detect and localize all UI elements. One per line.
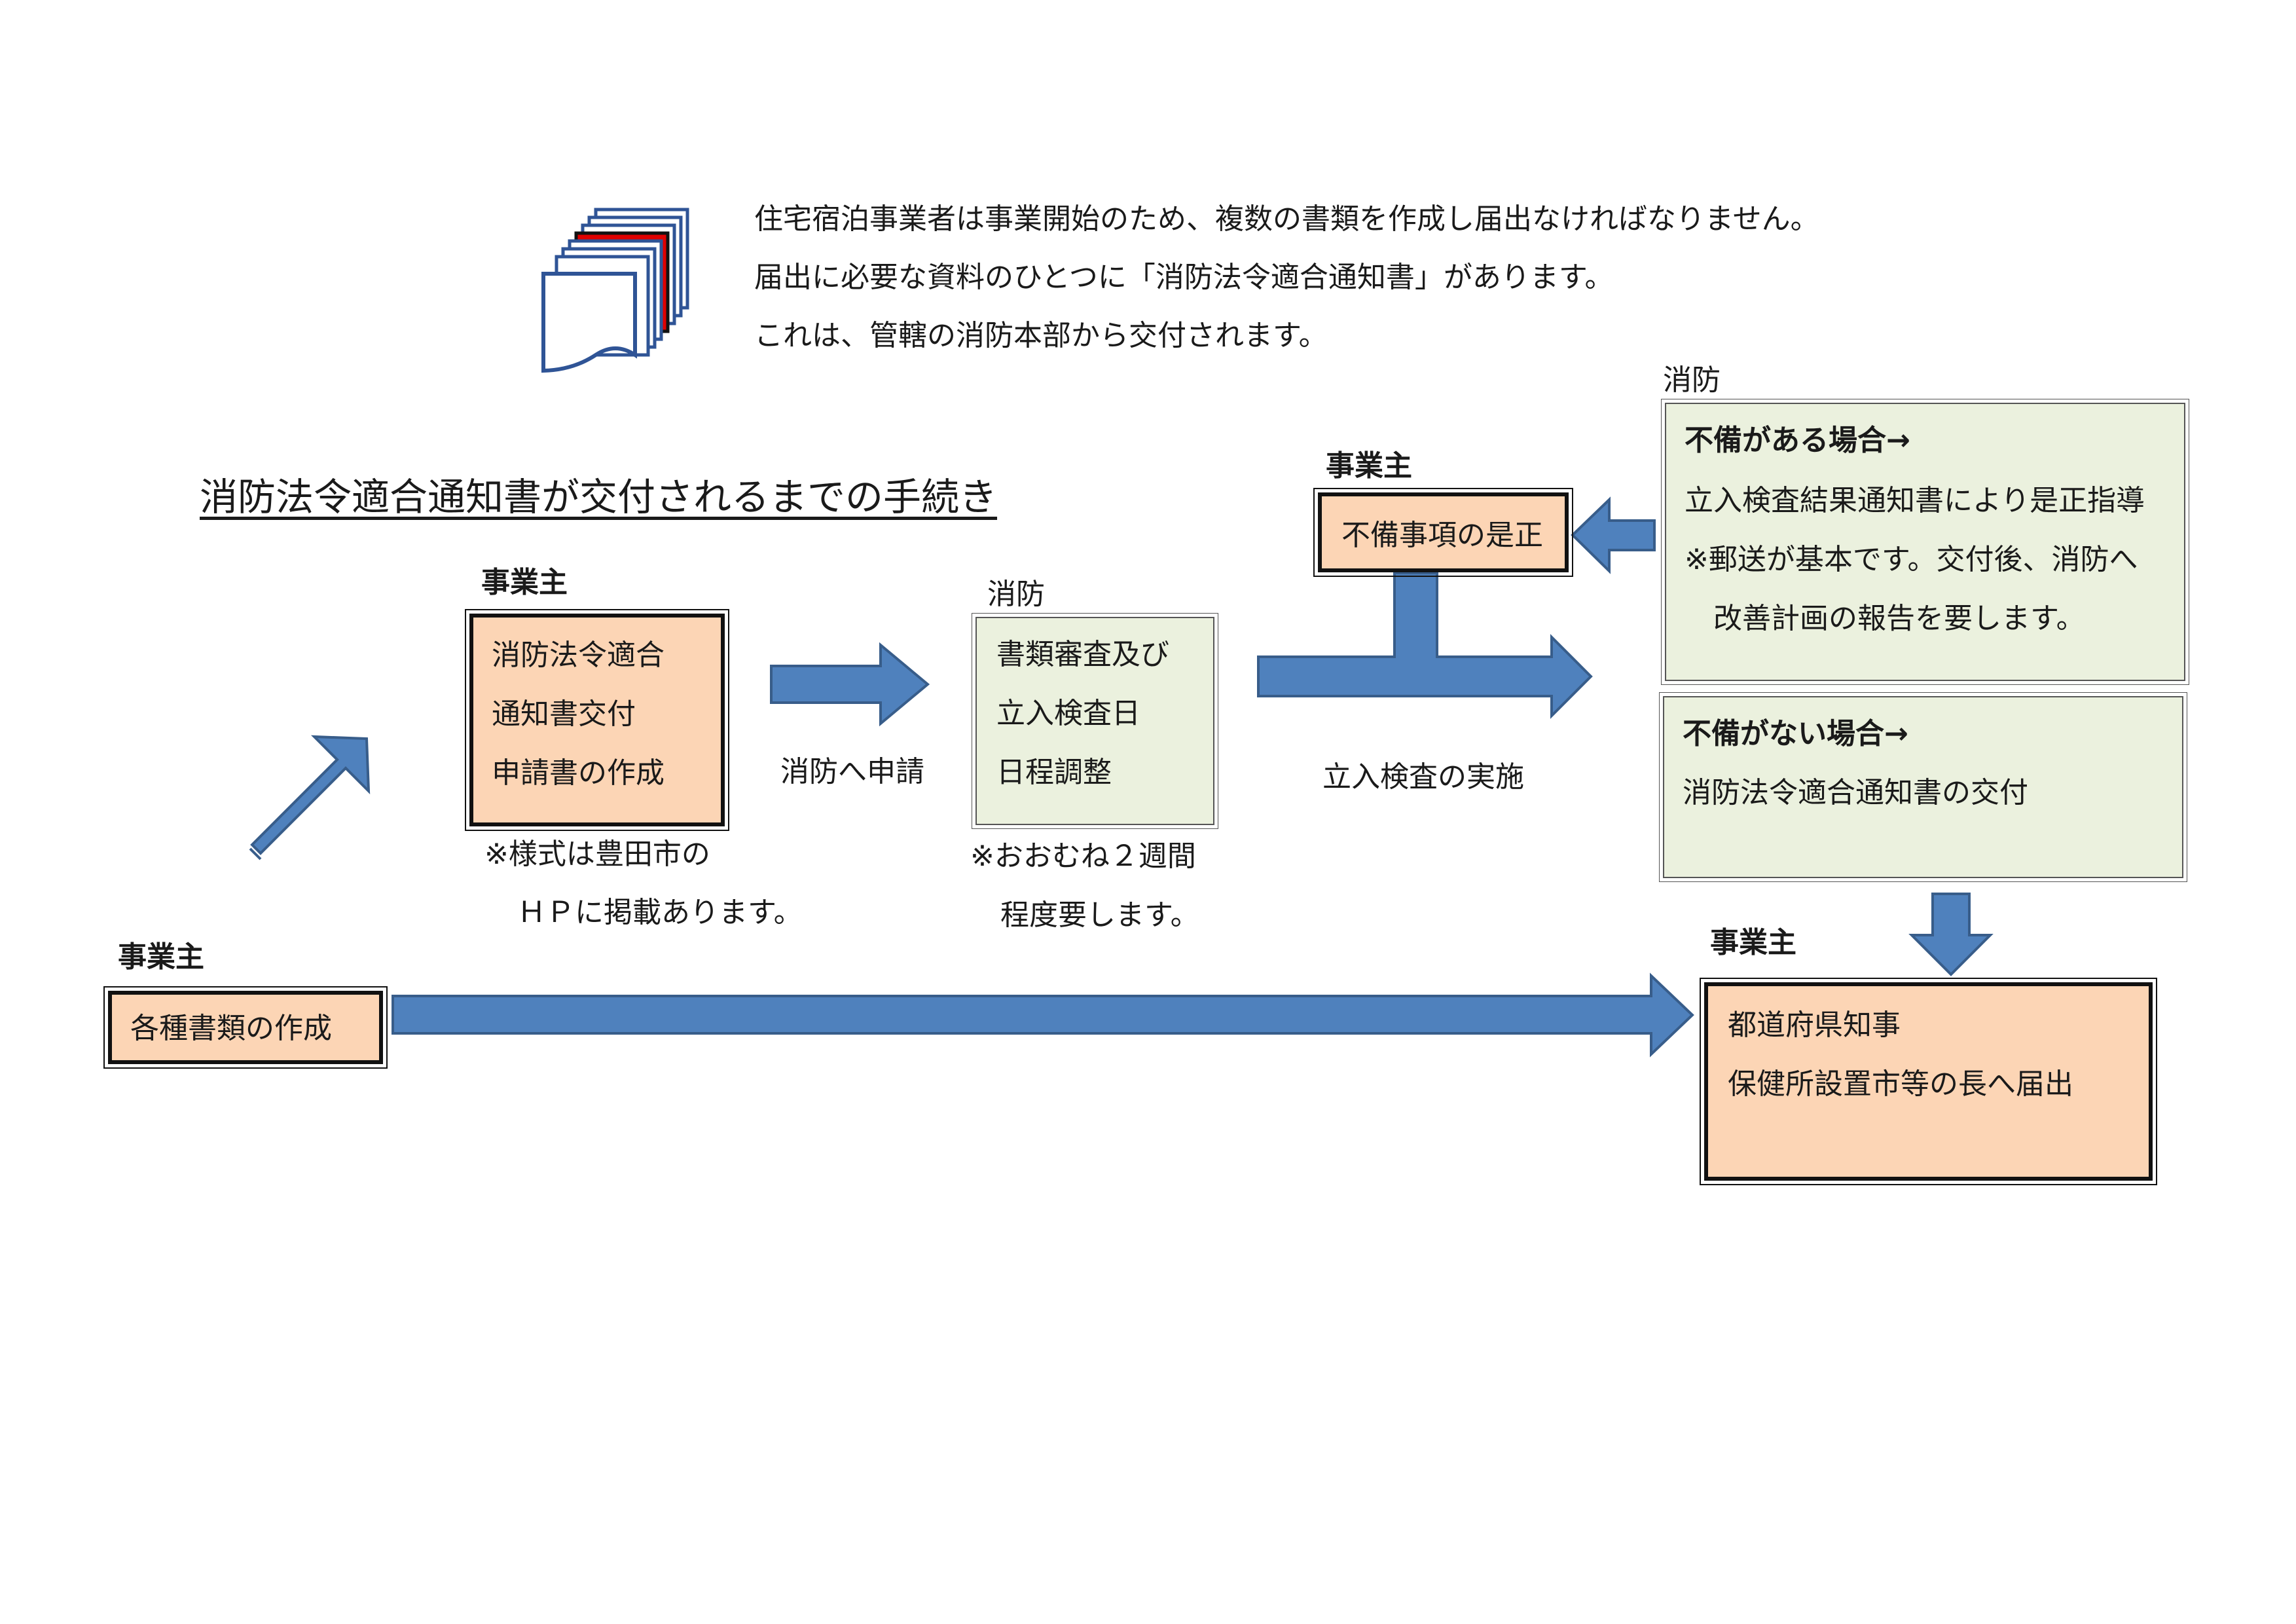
- actor-owner-label-submit: 事業主: [1710, 926, 1796, 959]
- review-note-2: 程度要します。: [1000, 898, 1199, 932]
- intro-line-2: 届出に必要な資料のひとつに「消防法令適合通知書」があります。: [754, 261, 1614, 294]
- page-title: 消防法令適合通知書が交付されるまでの手続き: [200, 475, 998, 519]
- arrow-apply: [770, 642, 930, 727]
- document-stack-icon: [541, 208, 689, 373]
- actor-fire-label-review: 消防: [987, 578, 1045, 611]
- intro-line-1: 住宅宿泊事業者は事業開始のため、複数の書類を作成し届出なければなりません。: [754, 202, 1819, 236]
- node-application-line-1: 消防法令適合: [492, 638, 665, 672]
- node-defect-yes-line-3: 改善計画の報告を要します。: [1713, 602, 2085, 635]
- node-application: 消防法令適合 通知書交付 申請書の作成: [465, 609, 729, 831]
- node-defect-no: 不備がない場合→ 消防法令適合通知書の交付: [1659, 692, 2187, 882]
- node-fix: 不備事項の是正: [1313, 488, 1573, 577]
- node-defect-yes-heading: 不備がある場合→: [1685, 424, 1910, 457]
- intro-line-3: これは、管轄の消防本部から交付されます。: [754, 319, 1328, 352]
- node-defect-no-heading: 不備がない場合→: [1683, 717, 1908, 750]
- arrow-diagonal: [249, 735, 371, 860]
- actor-owner-label-application: 事業主: [481, 566, 568, 599]
- node-defect-yes-line-2: ※郵送が基本です。交付後、消防へ: [1685, 543, 2138, 576]
- arrow-inspection: [1257, 572, 1593, 719]
- node-application-line-2: 通知書交付: [492, 697, 636, 731]
- node-submit-line-2: 保健所設置市等の長へ届出: [1728, 1067, 2073, 1101]
- node-application-line-3: 申請書の作成: [492, 756, 665, 790]
- node-submit: 都道府県知事 保健所設置市等の長へ届出: [1700, 978, 2157, 1185]
- node-review: 書類審査及び 立入検査日 日程調整: [972, 613, 1218, 829]
- application-note-2: ＨＰに掲載あります。: [517, 896, 803, 929]
- arrow-down: [1908, 893, 1994, 976]
- arrow-to-fix: [1571, 496, 1656, 574]
- arrow-long: [392, 972, 1694, 1058]
- edge-label-apply: 消防へ申請: [780, 755, 924, 788]
- edge-label-inspection: 立入検査の実施: [1322, 760, 1524, 794]
- review-note-1: ※おおむね２週間: [970, 840, 1196, 873]
- node-defect-yes: 不備がある場合→ 立入検査結果通知書により是正指導 ※郵送が基本です。交付後、消…: [1661, 399, 2189, 685]
- actor-fire-label-defect: 消防: [1663, 363, 1721, 397]
- actor-owner-label-create: 事業主: [118, 940, 204, 974]
- node-create-docs-text: 各種書類の作成: [130, 1012, 332, 1045]
- node-review-line-2: 立入検査日: [996, 697, 1140, 730]
- node-defect-no-line-1: 消防法令適合通知書の交付: [1683, 776, 2028, 809]
- node-fix-text: 不備事項の是正: [1341, 519, 1543, 552]
- node-create-docs: 各種書類の作成: [103, 986, 388, 1069]
- actor-owner-label-fix: 事業主: [1326, 449, 1412, 483]
- node-review-line-1: 書類審査及び: [996, 638, 1169, 671]
- node-defect-yes-line-1: 立入検査結果通知書により是正指導: [1685, 484, 2145, 517]
- application-note-1: ※様式は豊田市の: [484, 838, 710, 871]
- node-submit-line-1: 都道府県知事: [1728, 1008, 1901, 1042]
- node-review-line-3: 日程調整: [996, 756, 1112, 789]
